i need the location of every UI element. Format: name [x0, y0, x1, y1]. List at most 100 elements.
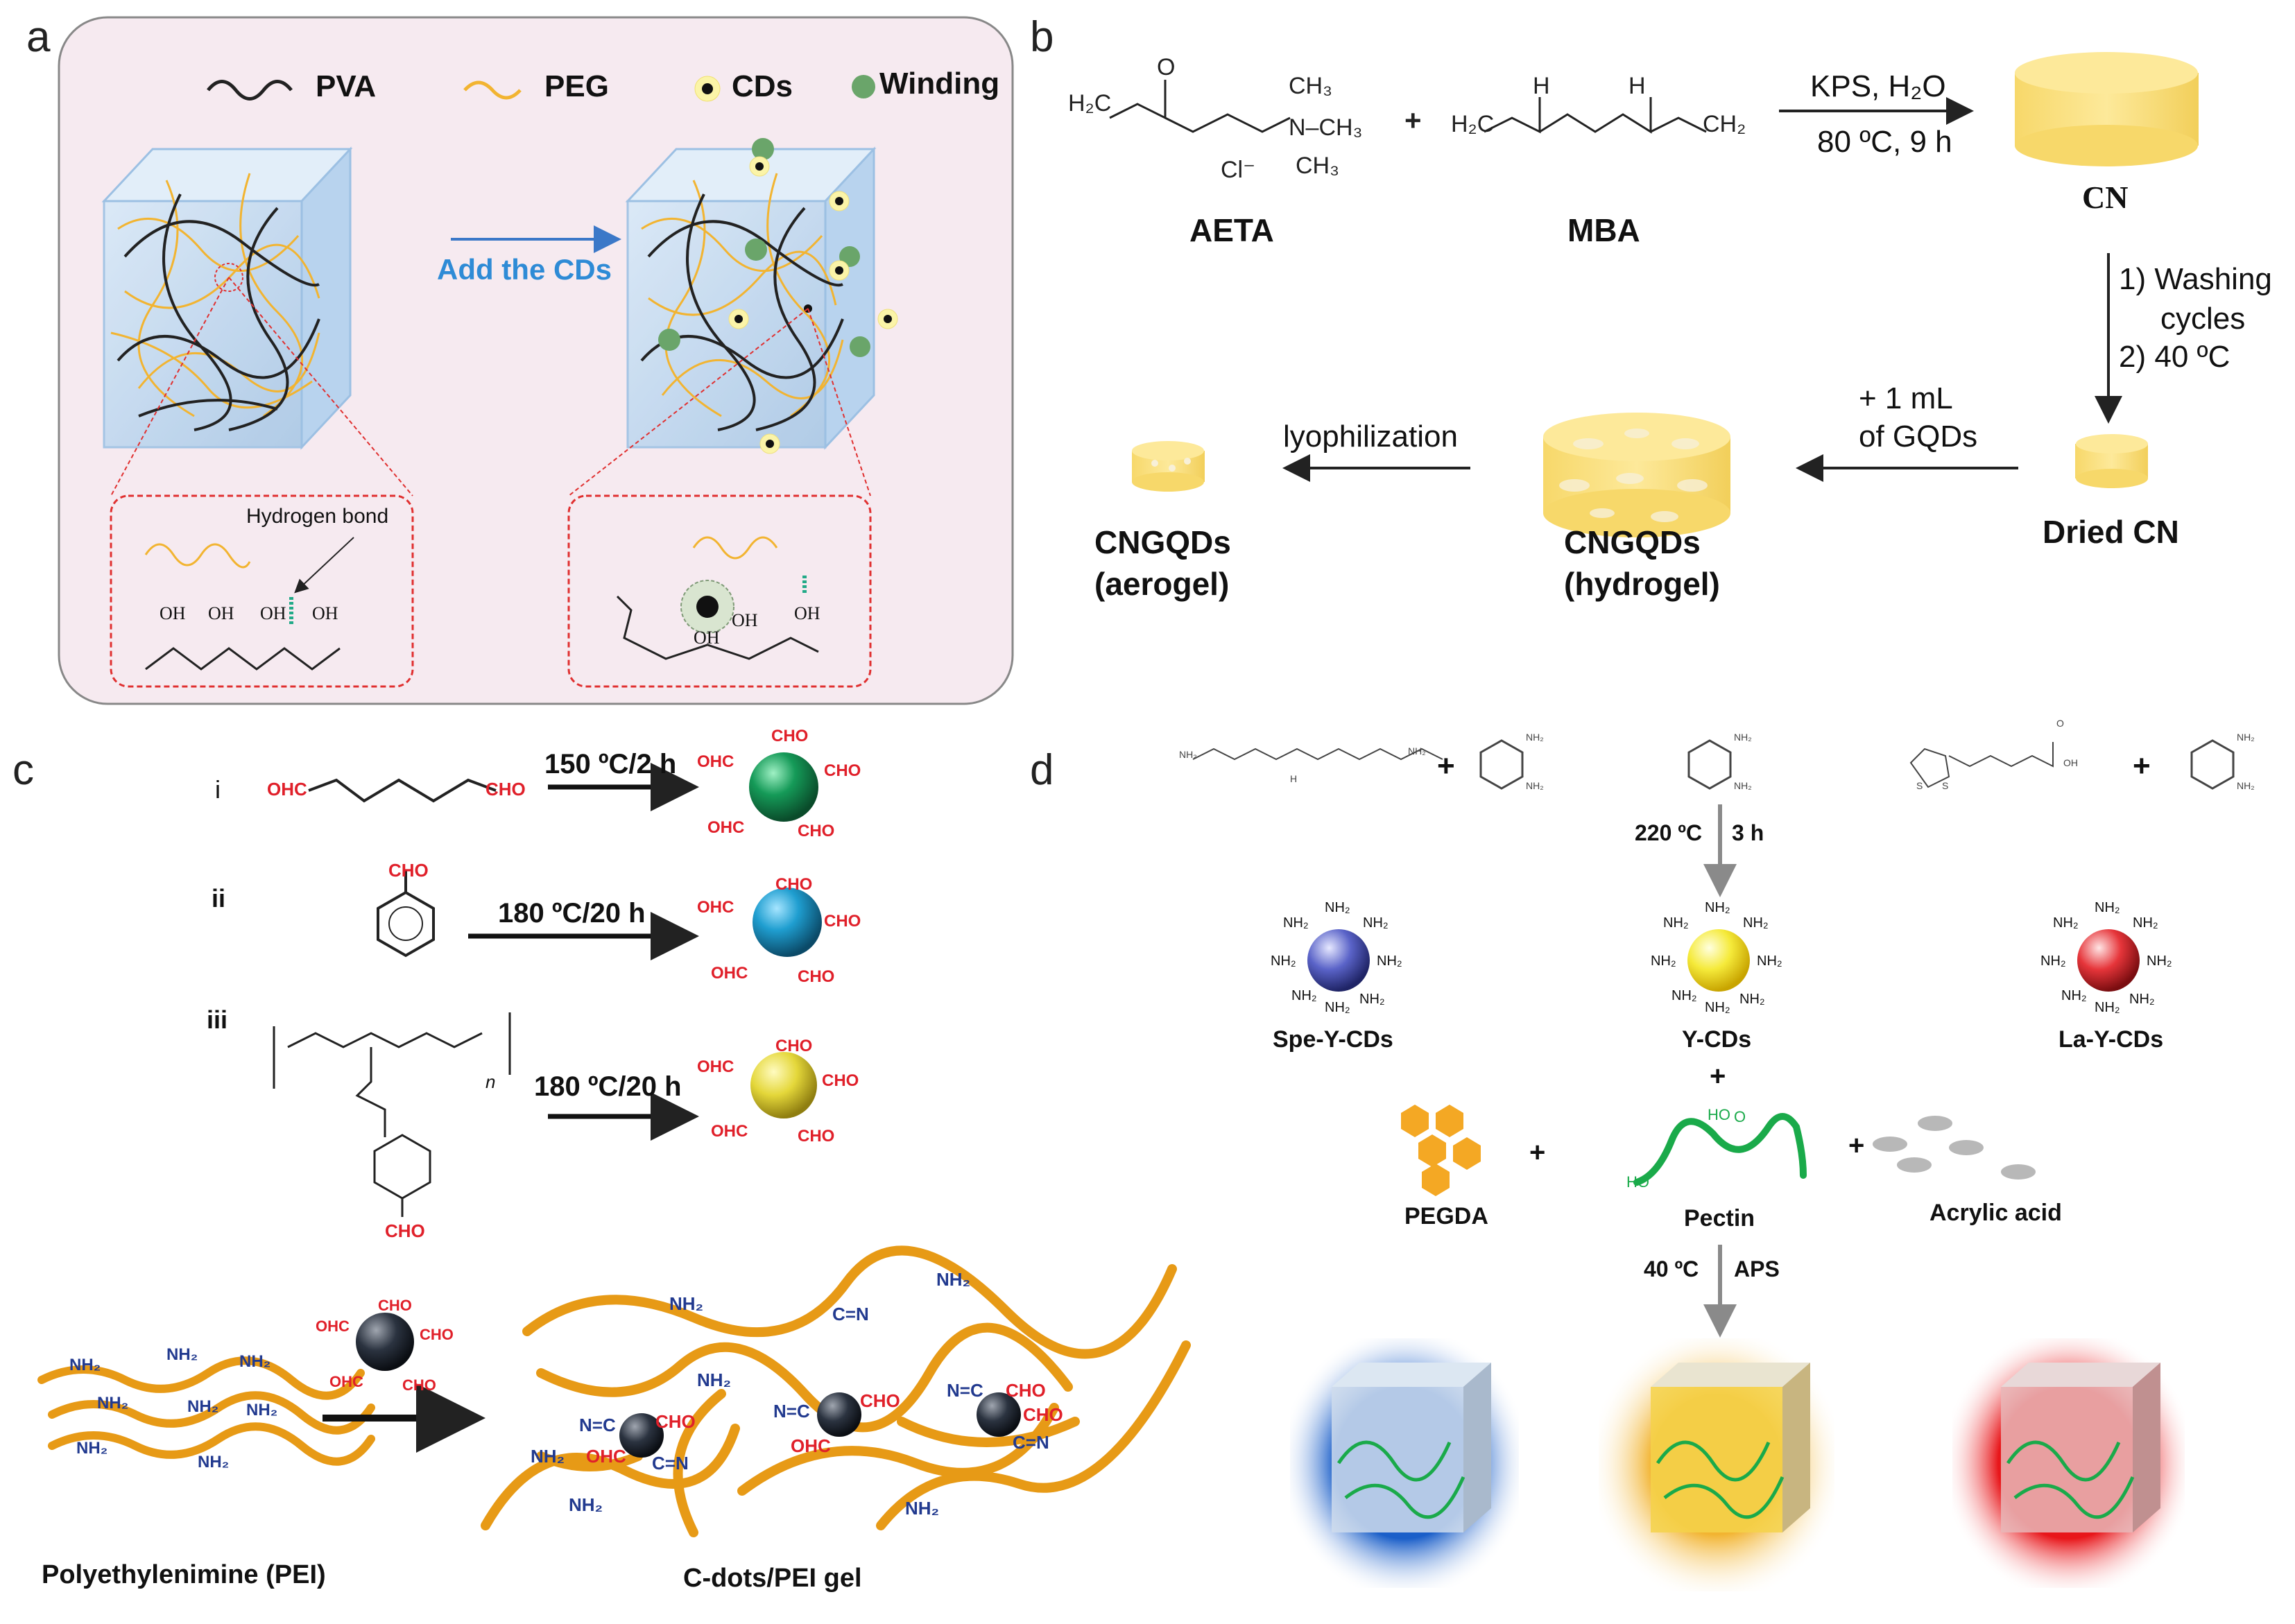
- panel-b: [1110, 52, 2199, 537]
- panel-letter-a: a: [26, 12, 50, 62]
- gel-ohc-1: OHC: [586, 1446, 626, 1467]
- cdots-pei-gel: [485, 1250, 1186, 1532]
- hydrogel-label-2: (hydrogel): [1564, 565, 1720, 603]
- oh-label-3: OH: [260, 603, 286, 624]
- washing-label-3: 2) 40 ºC: [2119, 340, 2230, 374]
- peg-legend-label: PEG: [544, 69, 609, 104]
- aeta-ch3-bottom: CH₃: [1296, 153, 1339, 180]
- acrylic-acid-icon: [1873, 1116, 2036, 1180]
- panel-letter-c: c: [12, 745, 34, 795]
- y-nh2-bottom: NH₂: [1705, 1000, 1730, 1016]
- plus-sign-d-4: +: [1529, 1137, 1545, 1168]
- washing-label-1: 1) Washing: [2119, 262, 2272, 297]
- panel-letter-b: b: [1030, 12, 1054, 62]
- spermine-nh2-right: NH₂: [1408, 745, 1426, 757]
- mba-structure: [1484, 97, 1706, 132]
- mba-h2c: H₂C: [1451, 111, 1494, 138]
- gel-cho-1: CHO: [655, 1411, 696, 1433]
- conditions-label: 80 ºC, 9 h: [1817, 125, 1952, 159]
- y-nh2-ll: NH₂: [1671, 988, 1697, 1004]
- pectin-label: Pectin: [1684, 1205, 1755, 1232]
- pva-peg-cube: [104, 149, 350, 447]
- pectin-ho-top: HO: [1708, 1106, 1730, 1124]
- spe-nh2-ur: NH₂: [1363, 915, 1389, 931]
- aeta-label: AETA: [1189, 211, 1274, 249]
- plus-sign-d-3: +: [1710, 1061, 1726, 1092]
- cds-composite-cube: [628, 138, 897, 453]
- opd-structure-1: [1481, 741, 1522, 788]
- aeta-nch3: N–CH₃: [1289, 114, 1362, 141]
- pei-label: Polyethylenimine (PEI): [42, 1560, 326, 1590]
- y-nh2-left: NH₂: [1651, 953, 1676, 969]
- cd-sphere-cyan: [753, 888, 822, 957]
- opd-structure-3: [2192, 741, 2233, 788]
- spe-nh2-lr: NH₂: [1359, 992, 1385, 1008]
- benzaldehyde-structure: [378, 892, 433, 956]
- aeta-cl: Cl⁻: [1221, 156, 1255, 184]
- plus-sign-d-5: +: [1848, 1130, 1864, 1161]
- opd1-nh2-bottom: NH₂: [1526, 780, 1544, 791]
- panel-d: [1193, 741, 2233, 1591]
- opd3-nh2-bottom: NH₂: [2237, 780, 2255, 791]
- gel-cho-3: CHO: [1006, 1380, 1046, 1401]
- aeta-o: O: [1157, 54, 1175, 81]
- spe-y-cds-label: Spe-Y-CDs: [1273, 1026, 1393, 1053]
- sphere-iii-ohc-bottom: OHC: [711, 1122, 748, 1141]
- gel-ohc-2: OHC: [791, 1435, 831, 1457]
- gel-cho-2: CHO: [860, 1390, 900, 1412]
- row-i-label: i: [215, 775, 221, 804]
- dark-cd-cho-right: CHO: [420, 1326, 454, 1344]
- washing-label-2: cycles: [2160, 302, 2245, 336]
- sphere-iii-ohc-left: OHC: [697, 1057, 734, 1077]
- gel-cho-4: CHO: [1023, 1404, 1063, 1426]
- pectin-o: O: [1734, 1108, 1746, 1126]
- gel-nh2-6: NH₂: [905, 1498, 939, 1519]
- cd-sphere-dark: [356, 1313, 414, 1371]
- gel-nc-1: N=C: [579, 1415, 616, 1436]
- cn-cylinder: [2015, 52, 2199, 166]
- polymer-structure: [274, 1012, 510, 1137]
- condition-ii-label: 180 ºC/20 h: [498, 898, 646, 929]
- sphere-ii-cho-bottom: CHO: [798, 967, 834, 987]
- benz-cho-label: CHO: [388, 860, 429, 881]
- y-nh2-right: NH₂: [1757, 953, 1782, 969]
- blue-hydrogel-cube: [1290, 1338, 1519, 1588]
- la-nh2-right: NH₂: [2147, 953, 2172, 969]
- gel-nh2-1: NH₂: [669, 1293, 703, 1315]
- pei-nh2-5: NH₂: [187, 1397, 218, 1417]
- opd1-nh2-top: NH₂: [1526, 732, 1544, 743]
- gel-nc-2: N=C: [773, 1401, 810, 1422]
- hydrogen-bond-label: Hydrogen bond: [246, 505, 388, 528]
- y-cd-sphere: [1687, 929, 1750, 992]
- oh-label-6: OH: [732, 610, 758, 631]
- acrylic-acid-label: Acrylic acid: [1929, 1200, 2062, 1227]
- add-cds-label: Add the CDs: [437, 253, 612, 286]
- oh-label-4: OH: [312, 603, 338, 624]
- spe-nh2-top: NH₂: [1325, 900, 1350, 916]
- lipoic-acid-structure: [1911, 742, 2053, 787]
- glutaraldehyde-structure: [309, 780, 496, 801]
- pei-nh2-8: NH₂: [198, 1453, 229, 1472]
- opd2-nh2-top: NH₂: [1734, 732, 1752, 743]
- mba-label: MBA: [1567, 211, 1640, 249]
- plus-sign-d-1: +: [1437, 749, 1455, 784]
- add-gqds-label-2: of GQDs: [1859, 420, 1977, 454]
- pegda-label: PEGDA: [1404, 1203, 1488, 1230]
- lipoic-s-2: S: [1942, 780, 1948, 791]
- sphere-iii-cho-top: CHO: [775, 1037, 812, 1056]
- gel-cn-1: C=N: [832, 1304, 869, 1325]
- mba-ch2: CH₂: [1703, 111, 1746, 138]
- cds-legend-label: CDs: [732, 69, 793, 104]
- la-nh2-ll: NH₂: [2061, 988, 2087, 1004]
- cd-sphere-yellow: [750, 1052, 817, 1118]
- condition-iii-label: 180 ºC/20 h: [534, 1071, 682, 1103]
- row-ii-label: ii: [212, 884, 225, 913]
- panel-letter-d: d: [1030, 745, 1054, 795]
- gel-nh2-4: NH₂: [531, 1446, 565, 1467]
- spe-nh2-left: NH₂: [1271, 953, 1296, 969]
- oh-label-5: OH: [694, 628, 720, 648]
- polymer-n-label: n: [485, 1071, 495, 1093]
- dark-cd-cho-top: CHO: [378, 1297, 412, 1315]
- spermine-h: H: [1290, 773, 1297, 784]
- gel-nh2-2: NH₂: [936, 1269, 970, 1290]
